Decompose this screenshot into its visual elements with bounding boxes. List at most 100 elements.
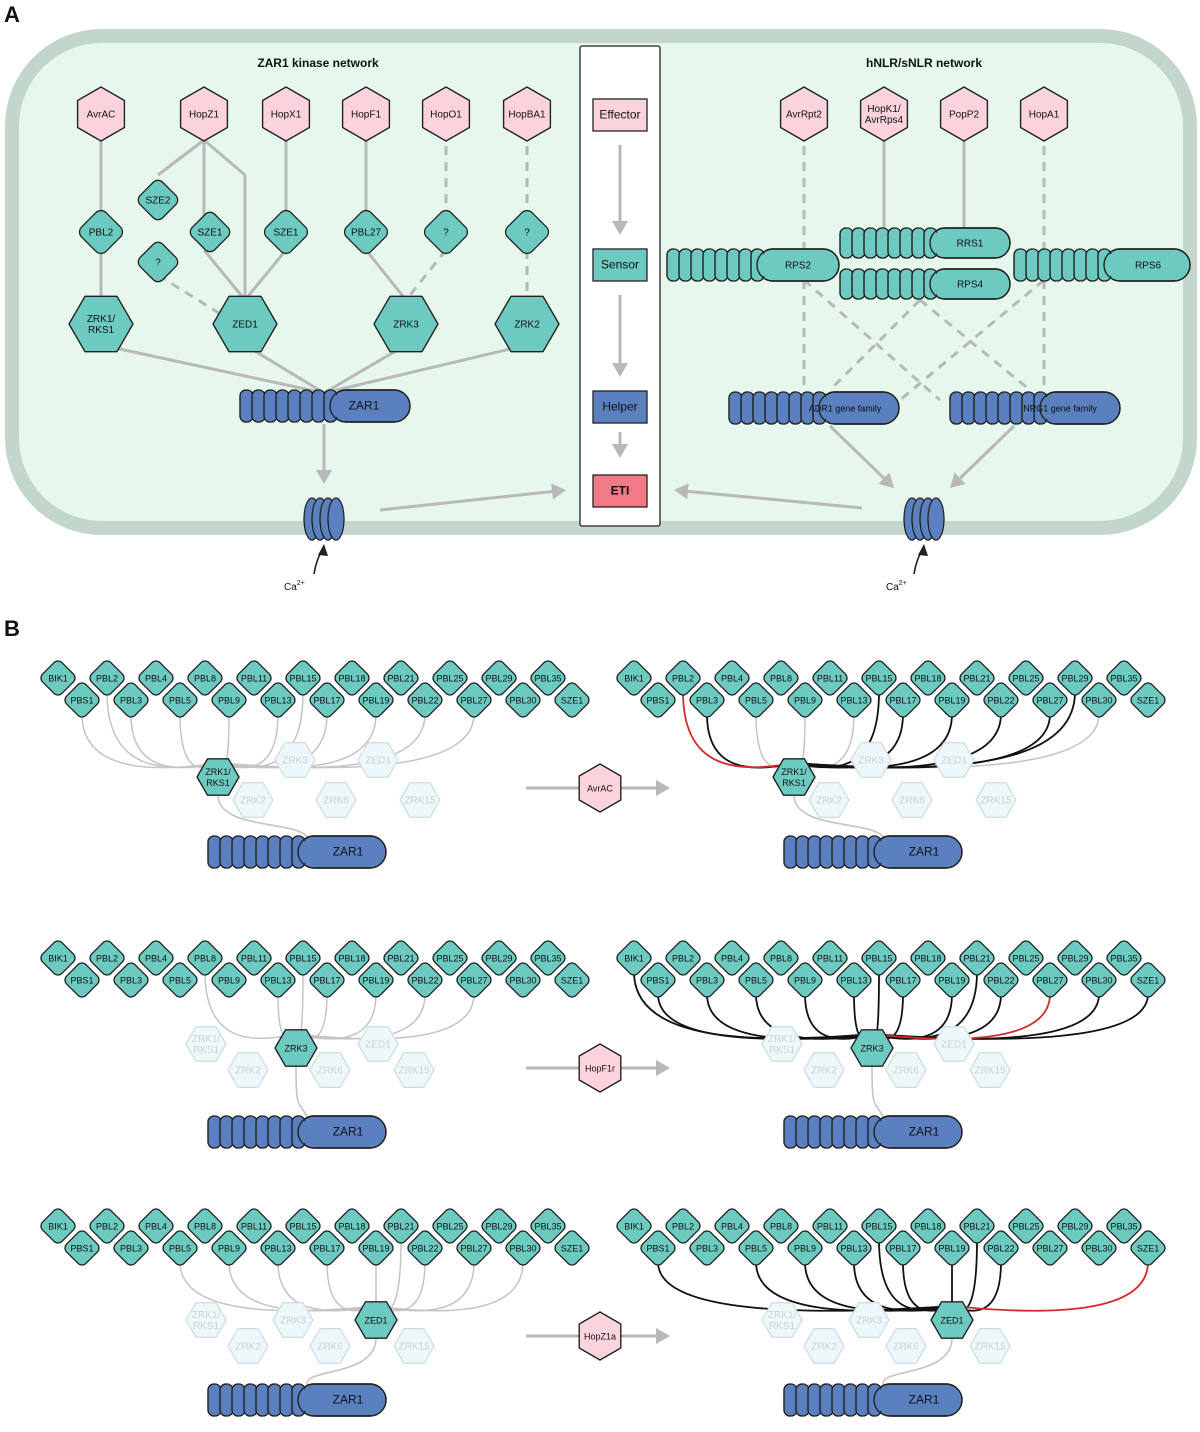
lrr-edge — [776, 391, 784, 425]
zrk-faded-1: ZED1 — [933, 742, 975, 778]
lrr-repeat — [239, 389, 254, 423]
diamond-shape — [983, 962, 1019, 998]
lrr-edge — [702, 248, 710, 282]
lrr-repeat — [678, 248, 693, 282]
edge-black — [804, 1261, 953, 1312]
legend-label: Helper — [602, 400, 637, 414]
diamond-shape — [1008, 660, 1044, 696]
diamond-shape — [983, 682, 1019, 718]
effector-hopf1r: HopF1r — [578, 1043, 622, 1093]
node-label: PBL13 — [264, 976, 291, 986]
node-label: PBL21 — [387, 674, 414, 684]
diamond-shape — [89, 1208, 125, 1244]
lrr-edge — [783, 1115, 791, 1149]
legend-helper: Helper — [592, 390, 648, 424]
helper-nrg1: NRG1 gene family — [949, 391, 1121, 425]
node-label: PBL27 — [1036, 696, 1063, 706]
lrr-repeat — [783, 1115, 798, 1149]
diamond-shape — [481, 1208, 517, 1244]
diamond-shape — [113, 1230, 149, 1266]
diamond-shape — [89, 940, 125, 976]
node-label: PBL8 — [194, 674, 216, 684]
lrr-edge — [997, 391, 1005, 425]
rlck-pbl29: PBL29 — [1057, 660, 1093, 696]
rlck-pbl8: PBL8 — [187, 660, 223, 696]
rlck-pbl3: PBL3 — [689, 1230, 725, 1266]
rlck-pbl21: PBL21 — [383, 660, 419, 696]
lrr-edge — [973, 391, 981, 425]
calcium-channel-right — [903, 497, 945, 541]
lrr-repeat — [1073, 248, 1088, 282]
diamond-shape — [959, 1208, 995, 1244]
diamond-shape — [211, 682, 247, 718]
lrr-edge — [219, 1383, 227, 1417]
zrk-faded-1: ZED1 — [357, 1025, 399, 1063]
rlck-pbl19: PBL19 — [934, 1230, 970, 1266]
diamond-shape — [787, 962, 823, 998]
arrow-head — [674, 483, 689, 500]
arrow-head — [950, 472, 966, 488]
zrk-faded-label: ZED1 — [365, 756, 391, 767]
node-label: PBL9 — [794, 976, 816, 986]
effector-hopo1: HopO1 — [421, 86, 471, 142]
rlck-pbl18: PBL18 — [334, 940, 370, 976]
nlr-body-outline — [297, 1383, 387, 1417]
rlck-pbl25: PBL25 — [1008, 1208, 1044, 1244]
diamond-shape — [1081, 1230, 1117, 1266]
effector-arrow-row-2: HopF1r — [526, 1043, 670, 1093]
nlr-body-fill — [332, 391, 409, 421]
lrr-edge — [726, 248, 734, 282]
lrr-edge — [949, 391, 957, 425]
hexagon-shape — [212, 295, 278, 353]
zrk-faded-0: ZRK1/RKS1 — [761, 1301, 803, 1339]
hexagon-shape — [373, 295, 439, 353]
arrow-shaft — [828, 424, 885, 480]
node-label: PBL17 — [313, 1244, 340, 1254]
diamond-shape — [40, 940, 76, 976]
diamond-shape — [861, 940, 897, 976]
rlck-pbl21: PBL21 — [383, 1208, 419, 1244]
rlck-pbl2: PBL2 — [665, 660, 701, 696]
lrr-edge — [1009, 391, 1017, 425]
diamond-shape — [787, 1230, 823, 1266]
lrr-repeat — [949, 391, 964, 425]
node-label: PBL13 — [264, 696, 291, 706]
lrr-edge — [985, 391, 993, 425]
arrow-head — [551, 483, 566, 500]
node-label: PBL4 — [145, 1222, 167, 1232]
rlck-sze1: SZE1 — [554, 1230, 590, 1266]
diamond-shape — [959, 660, 995, 696]
diamond-shape — [763, 1208, 799, 1244]
rlck-pbl15: PBL15 — [285, 940, 321, 976]
lrr-edge — [243, 1115, 251, 1149]
node-label: PBL25 — [436, 954, 463, 964]
lrr-edge — [678, 248, 686, 282]
lrr-repeat — [1049, 248, 1064, 282]
node-label: PBL4 — [721, 1222, 743, 1232]
hexagon-shape — [421, 86, 471, 142]
zrk-faded-2: ZRK2 — [803, 1051, 845, 1089]
diamond-shape — [836, 962, 872, 998]
node-label: PBL30 — [509, 696, 536, 706]
diamond-shape — [665, 660, 701, 696]
edge — [919, 298, 1031, 392]
zrk-faded-label: ZRK2 — [235, 1066, 261, 1077]
node-label: PBL19 — [362, 976, 389, 986]
rlck-pbl22: PBL22 — [407, 682, 443, 718]
zrk-zrk2: ZRK2 — [494, 295, 560, 353]
edge — [203, 138, 246, 177]
diamond-shape — [383, 660, 419, 696]
node-label: PBL22 — [987, 696, 1014, 706]
node-label: PBL11 — [241, 674, 267, 684]
node-label: PBL4 — [145, 674, 167, 684]
nlr-body-fill — [876, 1117, 961, 1147]
diamond-shape — [407, 682, 443, 718]
lrr-repeat — [243, 1383, 258, 1417]
edge — [828, 298, 922, 392]
zrk-faded-3: ZRK6 — [309, 1327, 351, 1365]
lrr-repeat — [764, 391, 779, 425]
nlr-body-fill — [932, 270, 1009, 298]
diamond-shape — [738, 682, 774, 718]
